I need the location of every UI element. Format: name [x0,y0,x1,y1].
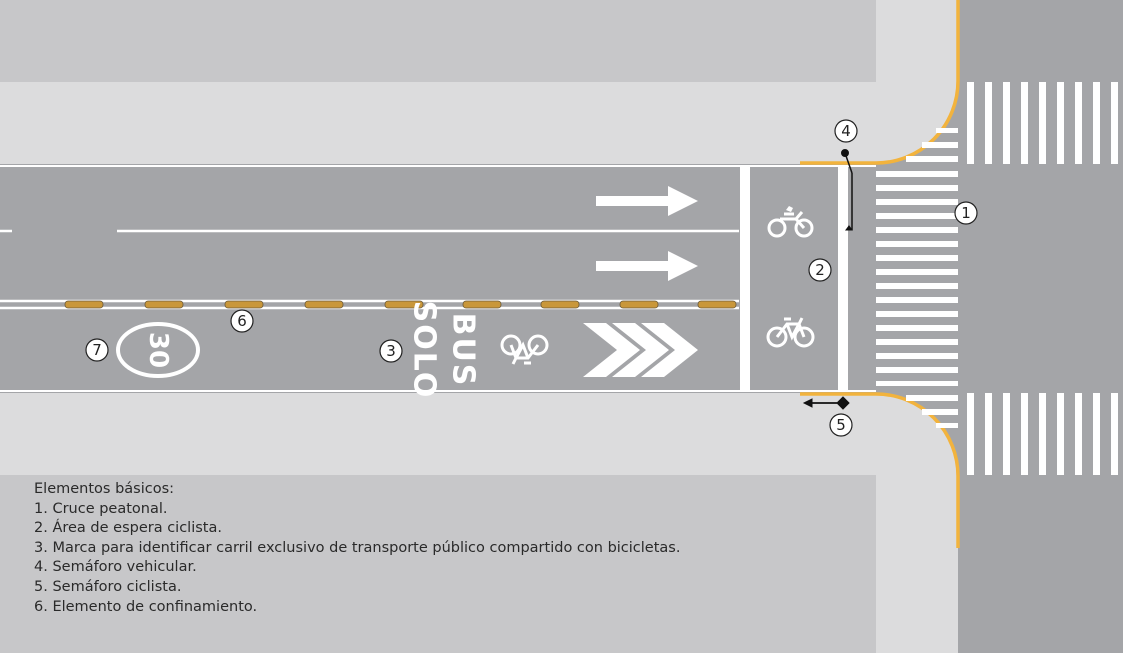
confinement-element [619,300,659,309]
confinement-elements [64,300,737,309]
bicycle-signal-icon [802,396,850,410]
legend-item: 4. Semáforo vehicular. [34,559,197,576]
stop-line-cyclists [838,166,848,391]
legend-item: 5. Semáforo ciclista. [34,578,182,595]
svg-text:1: 1 [961,204,971,222]
solo-word-marking: SOLO [407,301,442,400]
curb-bottom [800,392,960,548]
legend-title: Elementos básicos: [34,481,175,497]
stop-line-vehicles [740,166,750,391]
callout-6: 6 [230,309,254,333]
callout-7: 7 [85,338,109,362]
bus-word-marking: BUS [446,313,481,388]
lane-arrow-icon [596,186,698,216]
legend-item: 1. Cruce peatonal. [34,500,168,517]
confinement-element [304,300,344,309]
svg-text:2: 2 [815,261,825,279]
confinement-element [697,300,737,309]
svg-text:6: 6 [237,312,247,330]
svg-text:7: 7 [92,341,102,359]
confinement-element [64,300,104,309]
cross-street-crosswalk-top [967,82,1118,164]
callout-4: 4 [834,119,858,143]
lane-arrow-icon [596,251,698,281]
confinement-element [224,300,264,309]
legend-item: 3. Marca para identificar carril exclusi… [34,539,681,556]
callout-2: 2 [808,258,832,282]
curb-top [800,0,960,165]
pedestrian-crossing [876,128,958,428]
confinement-element [462,300,502,309]
main-road [0,164,876,393]
callout-5: 5 [829,413,853,437]
cross-street-crosswalk-bottom [967,393,1118,475]
legend-item: 6. Elemento de confinamiento. [34,598,258,615]
sidewalk-bottom [0,393,876,475]
confinement-element [540,300,580,309]
callout-3: 3 [379,339,403,363]
svg-text:5: 5 [836,416,846,434]
speed-limit-marking: 30 [116,322,200,378]
svg-text:4: 4 [841,122,851,140]
chevron-icon [583,323,698,377]
sidewalk-top [0,82,876,164]
svg-text:3: 3 [386,342,396,360]
traffic-signal-icon [841,149,853,231]
confinement-element [144,300,184,309]
confinement-element [384,300,424,309]
speed-limit-value: 30 [143,332,173,368]
callout-1: 1 [954,201,978,225]
legend: Elementos básicos: 1. Cruce peatonal. 2.… [34,480,864,617]
legend-item: 2. Área de espera ciclista. [34,520,222,537]
